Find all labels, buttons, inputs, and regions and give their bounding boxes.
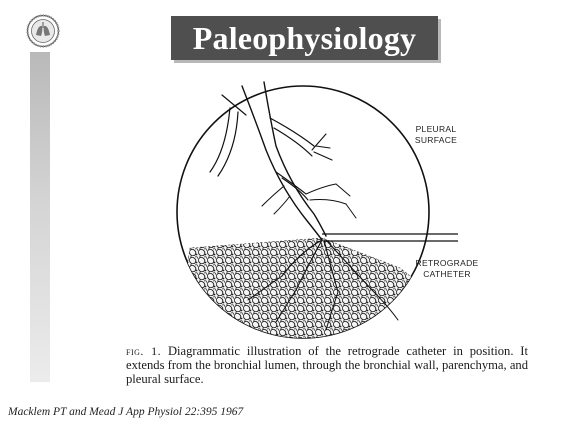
caption-fig-label: fig. 1. <box>126 344 161 358</box>
label-pleural-line1: PLEURAL <box>393 124 479 135</box>
caption-text: Diagrammatic illustration of the retrogr… <box>126 344 528 386</box>
label-retrograde-catheter: RETROGRADE CATHETER <box>404 258 490 280</box>
label-pleural-line2: SURFACE <box>393 135 479 146</box>
label-catheter-line1: RETROGRADE <box>404 258 490 269</box>
citation: Macklem PT and Mead J App Physiol 22:395… <box>8 406 243 418</box>
label-catheter-line2: CATHETER <box>404 269 490 280</box>
label-pleural-surface: PLEURAL SURFACE <box>393 124 479 146</box>
figure-caption: fig. 1. Diagrammatic illustration of the… <box>126 344 528 386</box>
